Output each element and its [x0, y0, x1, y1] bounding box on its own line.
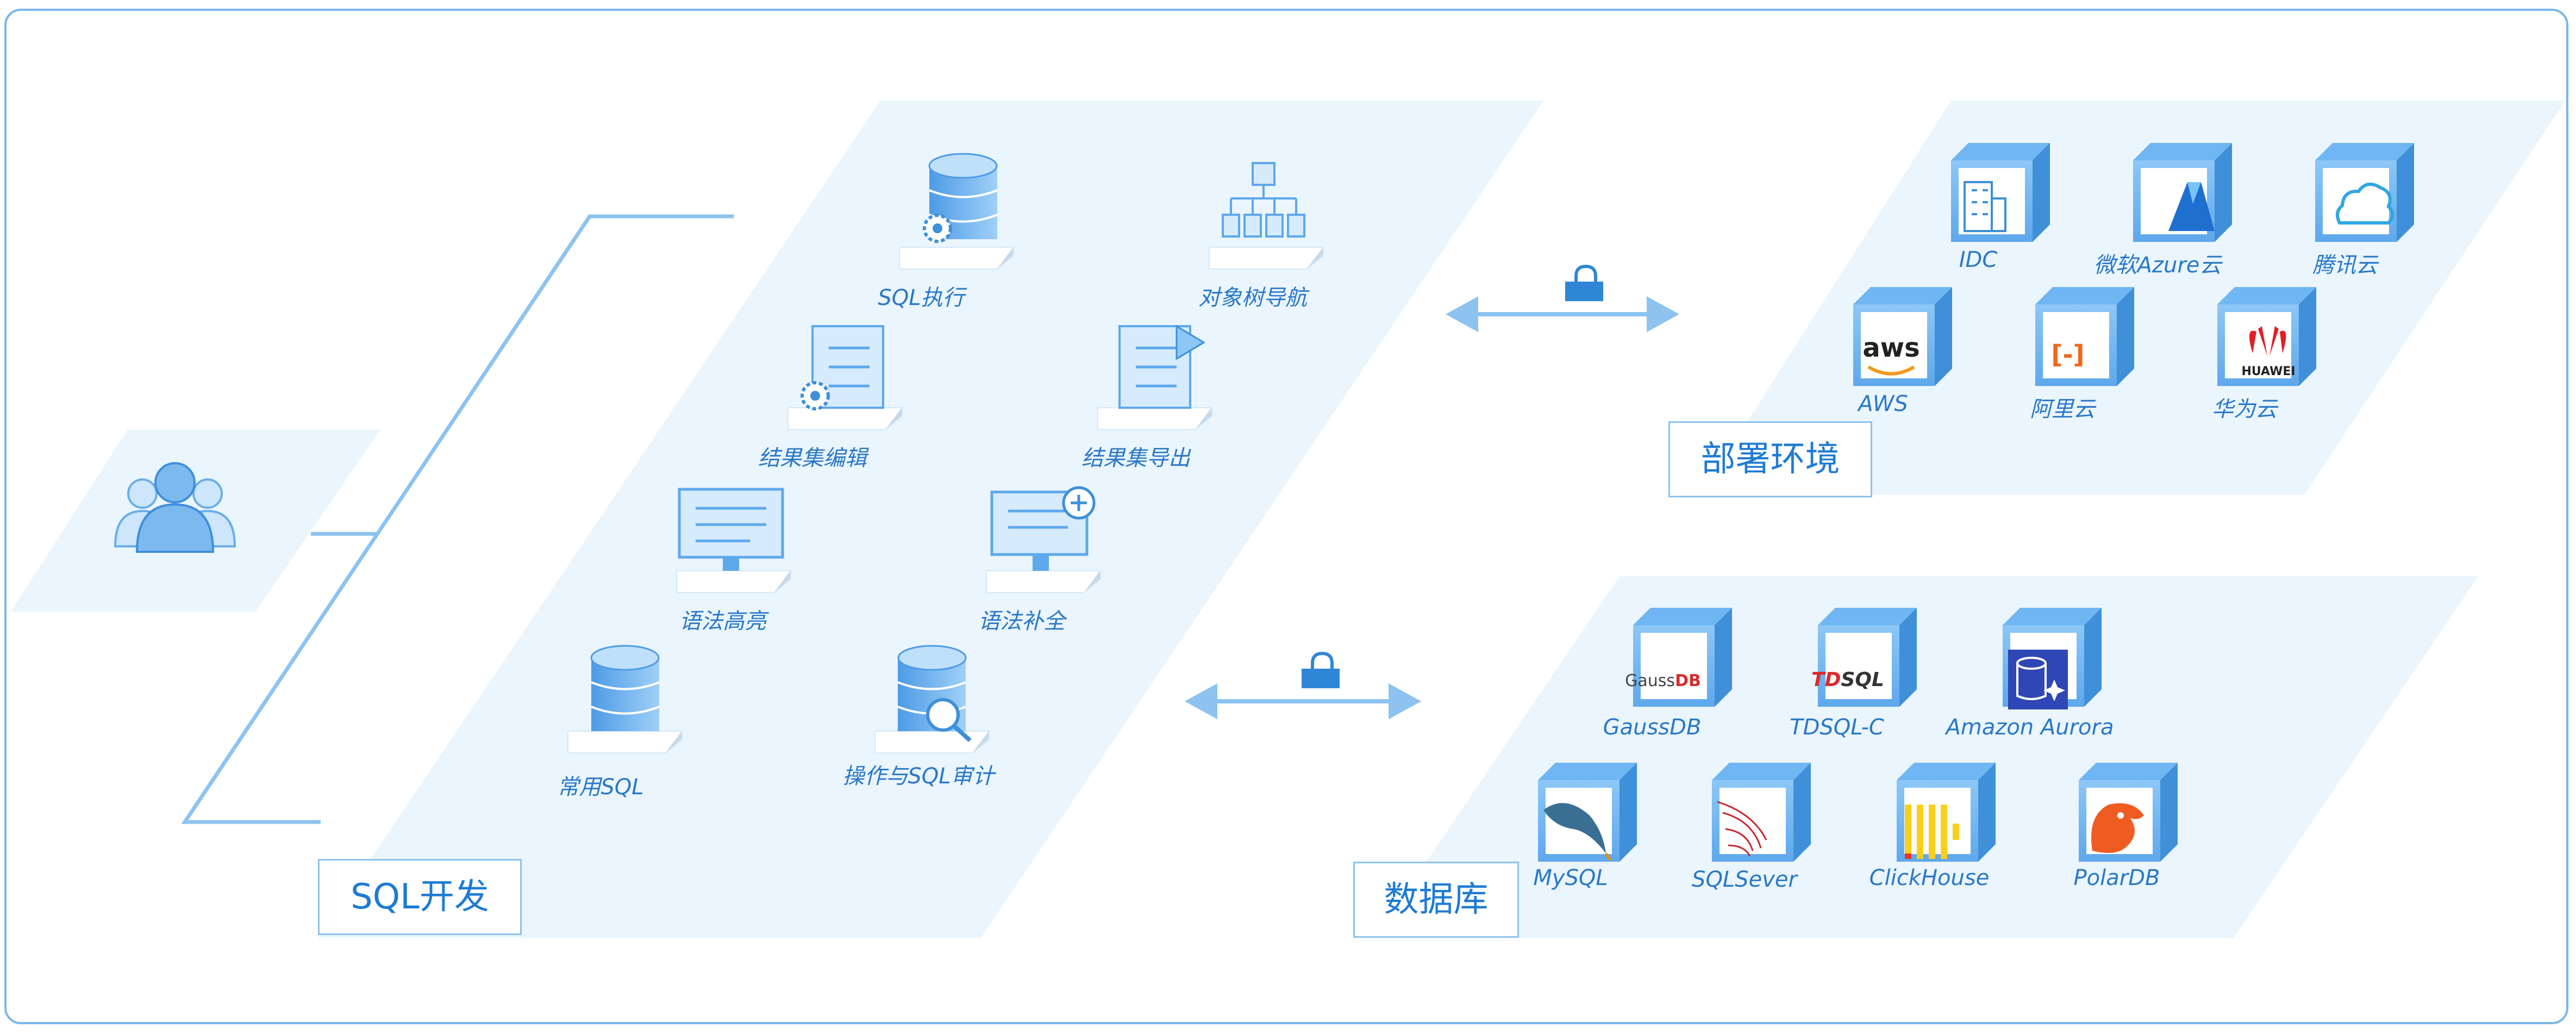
- cube-huawei: [2217, 287, 2316, 386]
- svg-text:HUAWEI: HUAWEI: [2241, 365, 2295, 378]
- azure-icon: [2168, 182, 2215, 231]
- alibaba-cloud-icon: [-]: [2051, 340, 2084, 369]
- building-icon: [1964, 181, 2006, 232]
- gaussdb-icon: GaussDB: [1625, 671, 1701, 690]
- svg-text:[-]: [-]: [2051, 340, 2084, 369]
- svg-text:GaussDB: GaussDB: [1625, 671, 1701, 690]
- monitor-icon: [678, 488, 784, 571]
- feature-label-object-tree: 对象树导航: [1198, 285, 1307, 310]
- users-icon: [114, 462, 236, 553]
- feature-label-sql-exec: SQL执行: [878, 285, 965, 310]
- deploy-label-tencent: 腾讯云: [2312, 253, 2378, 278]
- audit-database-icon: [897, 645, 972, 742]
- result-export-icon: [1118, 325, 1205, 409]
- svg-text:TDSQL: TDSQL: [1811, 669, 1884, 691]
- database-arrow: [1185, 683, 1421, 719]
- object-tree-icon: [1222, 162, 1305, 238]
- outer-frame: [4, 9, 2568, 1024]
- db-label-polardb: PolarDB: [2073, 865, 2160, 890]
- database-icon: [590, 645, 660, 731]
- feature-label-audit: 操作与SQL审计: [842, 764, 995, 789]
- result-edit-icon: [801, 325, 884, 410]
- cube-idc: [1951, 143, 2050, 242]
- svg-text:aws: aws: [1862, 333, 1920, 363]
- database-gear-icon: [923, 153, 998, 243]
- db-label-aurora: Amazon Aurora: [1946, 715, 2114, 740]
- feature-label-syntax-complete: 语法补全: [978, 609, 1065, 634]
- amazon-aurora-icon: [2008, 650, 2068, 709]
- cube-layer: [1538, 143, 2414, 862]
- feature-label-common-sql: 常用SQL: [557, 775, 644, 800]
- sql-server-icon: [1717, 801, 1767, 857]
- monitor-plus-icon: [990, 486, 1096, 571]
- cube-gaussdb: [1633, 608, 1732, 707]
- feature-label-result-export: 结果集导出: [1081, 446, 1190, 471]
- feature-label-syntax-highlight: 语法高亮: [679, 609, 766, 634]
- db-label-mysql: MySQL: [1533, 865, 1608, 890]
- cube-sqlserver: [1712, 763, 1811, 862]
- connector-bracket: [181, 214, 734, 824]
- cube-polardb: [2079, 763, 2178, 862]
- db-label-tdsql: TDSQL-C: [1790, 715, 1884, 740]
- sql-dev-title: SQL开发: [318, 859, 522, 935]
- huawei-icon: HUAWEI: [2241, 326, 2296, 378]
- lock-icon: [1565, 264, 1603, 301]
- feature-label-result-edit: 结果集编辑: [758, 446, 867, 471]
- aws-icon: aws: [1862, 333, 1920, 376]
- mysql-icon: [1543, 803, 1612, 861]
- pedestals: [567, 247, 1324, 753]
- db-label-sqlserver: SQLSever: [1692, 867, 1797, 892]
- db-label-clickhouse: ClickHouse: [1869, 865, 1990, 890]
- cube-tdsql: [1818, 608, 1917, 707]
- deploy-label-aliyun: 阿里云: [2030, 397, 2095, 422]
- cube-aliyun: [2035, 287, 2134, 386]
- deploy-title: 部署环境: [1668, 421, 1872, 497]
- deploy-label-huawei: 华为云: [2212, 397, 2277, 422]
- db-label-gaussdb: GaussDB: [1603, 715, 1702, 740]
- polardb-icon: [2091, 803, 2144, 853]
- deploy-label-aws: AWS: [1858, 391, 1908, 416]
- database-title: 数据库: [1353, 862, 1519, 938]
- cube-tencent: [2315, 143, 2414, 242]
- clickhouse-icon: [1905, 805, 1959, 859]
- lock-icon: [1302, 651, 1340, 688]
- deploy-label-azure: 微软Azure云: [2093, 253, 2222, 278]
- deploy-label-idc: IDC: [1959, 247, 1998, 272]
- tencent-cloud-icon: [2336, 182, 2394, 225]
- tdsql-icon: TDSQL: [1811, 669, 1884, 691]
- deploy-arrow: [1446, 296, 1679, 332]
